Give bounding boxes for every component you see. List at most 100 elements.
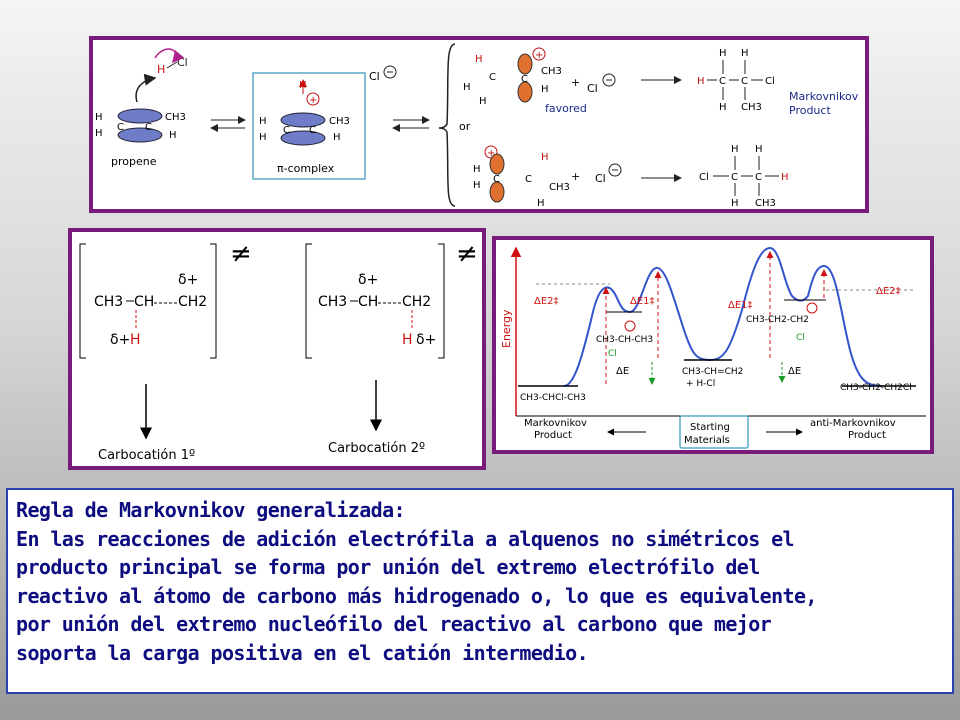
anti-markovnikov-axis-label: anti-Markovnikov [810, 418, 896, 429]
starting-materials-formula: CH3-CH=CH2 [682, 367, 743, 377]
atom-h: H [299, 80, 307, 91]
product-axis-label: Product [534, 430, 572, 441]
carbocation-panel: ≠ δ+ CH3 CH CH2 δ+ H Carbocatión 1º ≠ δ+… [68, 228, 486, 470]
primary-carbocation: + C H H C H CH3 H [473, 145, 570, 209]
markovnikov-rule-box: Regla de Markovnikov generalizada: En la… [6, 488, 954, 694]
group-ch3: CH3 [541, 66, 562, 77]
formula-ch3: CH3 [318, 294, 347, 310]
charge-plus: + [309, 95, 317, 106]
markovnikov-axis-label: Markovnikov [524, 418, 587, 429]
atom-c: C [741, 76, 748, 87]
starting-materials-reagent: + H-Cl [686, 379, 715, 389]
atom-c: C [489, 72, 496, 83]
mechanism-panel: H Cl C C H H CH3 H propene H + C [89, 36, 869, 213]
atom-h: H [781, 172, 789, 183]
intermediate-left-label: CH3-CH-CH3 [596, 335, 653, 345]
atom-h: H [95, 128, 103, 139]
atom-c: C [731, 172, 738, 183]
formula-ch: CH [134, 294, 154, 310]
atom-h: H [731, 198, 739, 209]
atom-h: H [541, 152, 549, 163]
atom-h: H [95, 112, 103, 123]
rule-line: por unión del extremo nucleófilo del rea… [16, 612, 772, 636]
product-label: Product [789, 104, 831, 117]
intermediate-right-label: CH3-CH2-CH2 [746, 315, 809, 325]
pi-complex: H + C C H H CH3 H π-complex [252, 72, 366, 180]
anti-markovnikov-product-formula: CH3-CH2-CH2Cl [840, 383, 912, 393]
atom-h: H [130, 332, 141, 348]
group-ch3: CH3 [755, 198, 776, 209]
atom-h: H [741, 48, 749, 59]
delta-e1-label: ΔE1‡ [630, 296, 655, 307]
atom-cl: Cl [765, 76, 775, 87]
atom-c: C [117, 122, 124, 133]
atom-c: C [521, 74, 528, 85]
carbocation-1-label: Carbocatión 1º [98, 448, 195, 463]
or-label: or [459, 120, 471, 133]
atom-h: H [719, 102, 727, 113]
atom-c: C [283, 125, 290, 136]
markovnikov-label: Markovnikov [789, 90, 859, 103]
pi-orbital-icon [117, 108, 163, 124]
chloride-label: Cl [796, 333, 805, 343]
group-ch3: CH3 [549, 182, 570, 193]
propene-molecule: H Cl C C H H CH3 H propene [95, 48, 188, 168]
energy-panel: Energy ΔE2‡ ΔE1‡ ΔE1‡ ΔE2‡ ΔE ΔE CH3-CH-… [492, 236, 934, 454]
markovnikov-product: H H H C C Cl H CH3 Markovnikov Product [697, 48, 859, 117]
atom-h: H [473, 164, 481, 175]
delta-e-label: ΔE [788, 366, 801, 377]
atom-cl: Cl [699, 172, 709, 183]
starting-axis-label: Starting [690, 422, 730, 433]
atom-h: H [157, 63, 165, 76]
delta-e-label: ΔE [616, 366, 629, 377]
atom-cl: Cl [177, 56, 188, 69]
atom-h: H [697, 76, 705, 87]
delta-plus-label: δ+ [358, 272, 378, 288]
atom-h: H [719, 48, 727, 59]
chloride-ion: Cl [595, 172, 606, 185]
atom-h: H [169, 130, 177, 141]
atom-h: H [463, 82, 471, 93]
atom-h: H [402, 332, 413, 348]
atom-c: C [309, 125, 316, 136]
delta-plus-label: δ+ [110, 332, 130, 348]
atom-h: H [475, 54, 483, 65]
charge-plus: + [535, 50, 543, 61]
atom-h: H [473, 180, 481, 191]
brace-icon [438, 43, 456, 207]
charge-plus: + [487, 148, 495, 159]
energy-axis-label: Energy [500, 309, 513, 348]
delta-e2-label: ΔE2‡ [876, 286, 901, 297]
energy-curve [563, 246, 883, 387]
curved-arrow-icon [154, 48, 185, 64]
chloride-ion: Cl [587, 82, 598, 95]
chloride-label: Cl [608, 349, 617, 359]
formula-ch2: CH2 [178, 294, 207, 310]
atom-c: C [755, 172, 762, 183]
atom-c: C [525, 174, 532, 185]
atom-c: C [493, 174, 500, 185]
delta-plus-label: δ+ [178, 272, 198, 288]
secondary-carbocation: H C H H C + CH3 H favored [463, 47, 587, 115]
formula-ch2: CH2 [402, 294, 431, 310]
group-ch3: CH3 [165, 112, 186, 123]
plus-sign: + [571, 170, 580, 183]
formula-ch3: CH3 [94, 294, 123, 310]
anti-markovnikov-product: H H Cl C C H H CH3 [699, 144, 789, 209]
product-axis-label: Product [848, 430, 886, 441]
not-equal-sign: ≠ [230, 239, 252, 269]
atom-h: H [537, 198, 545, 209]
atom-h: H [755, 144, 763, 155]
formula-ch: CH [358, 294, 378, 310]
markovnikov-product-formula: CH3-CHCl-CH3 [520, 393, 586, 403]
energy-diagram: Energy ΔE2‡ ΔE1‡ ΔE1‡ ΔE2‡ ΔE ΔE CH3-CH-… [500, 246, 926, 449]
atom-h: H [731, 144, 739, 155]
atom-h: H [333, 132, 341, 143]
favored-label: favored [545, 102, 587, 115]
delta-plus-label: δ+ [416, 332, 436, 348]
carbocation-diagram: ≠ δ+ CH3 CH CH2 δ+ H Carbocatión 1º ≠ δ+… [79, 239, 478, 463]
rule-line: En las reacciones de adición electrófila… [16, 526, 795, 551]
atom-c: C [145, 122, 152, 133]
atom-h: H [479, 96, 487, 107]
atom-c: C [719, 76, 726, 87]
